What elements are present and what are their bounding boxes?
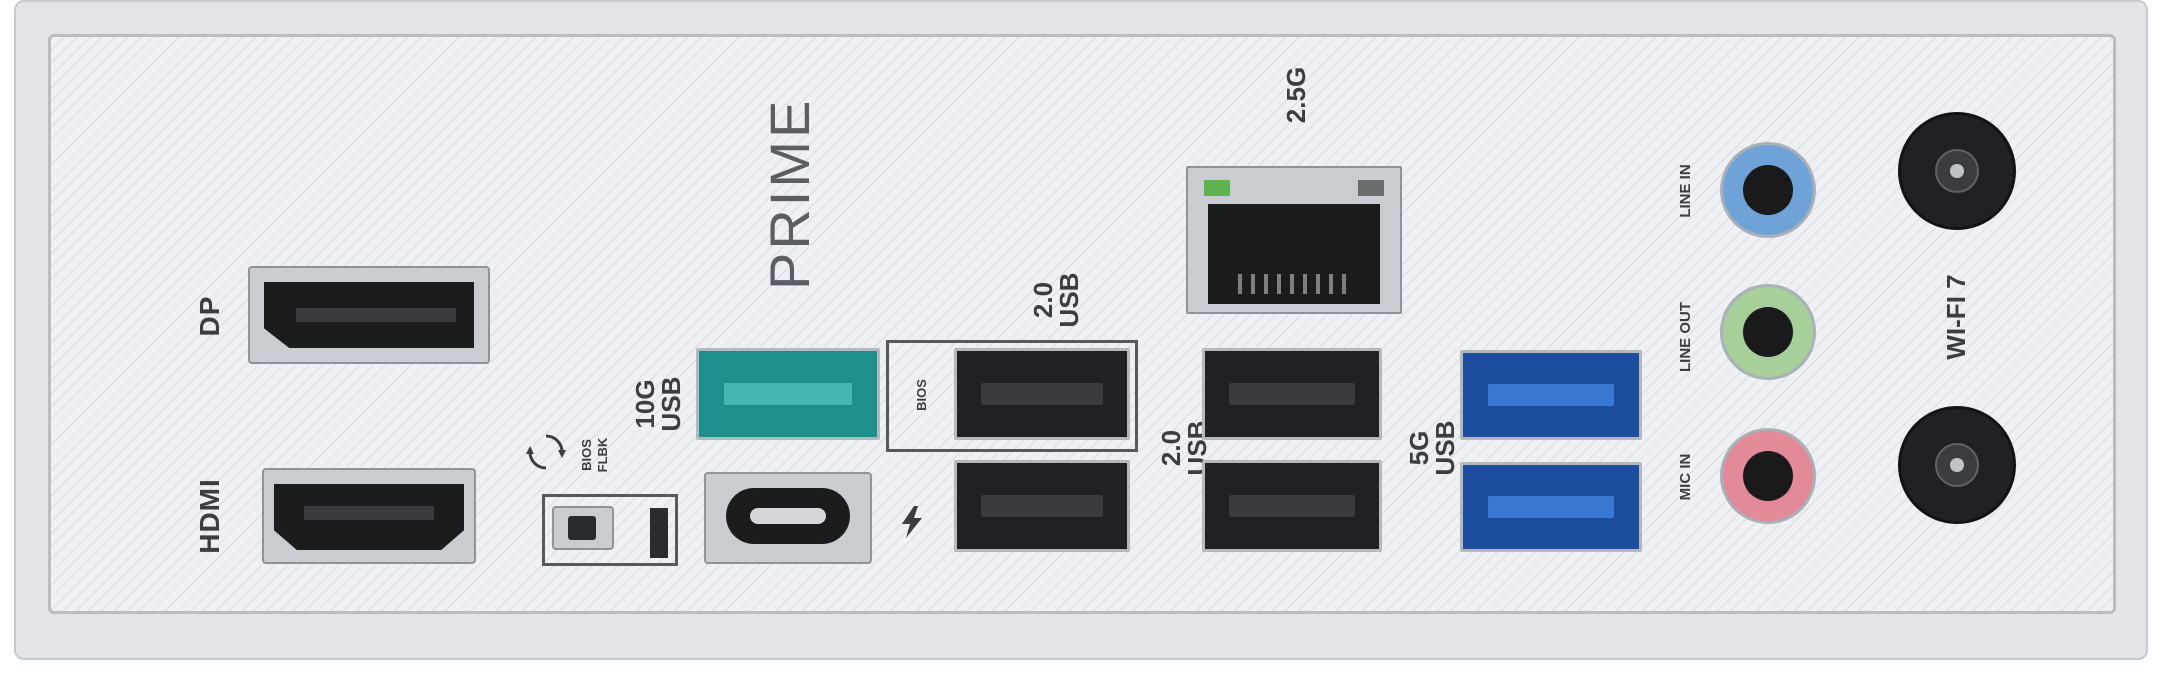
refresh-icon (524, 430, 568, 474)
usb20-top-line2: USB (1054, 272, 1084, 328)
hdmi-label: HDMI (194, 478, 225, 554)
mic-in-label: MIC IN (1677, 453, 1694, 501)
line-out-label: LINE OUT (1677, 302, 1694, 372)
line-in-label: LINE IN (1677, 164, 1694, 218)
lan-label: 2.5G (1281, 66, 1311, 124)
usb-c-port[interactable] (704, 472, 872, 564)
hdmi-port[interactable] (262, 468, 476, 564)
bios-flashback-led (650, 508, 668, 558)
usb5g-label: 5G USB (1404, 408, 1462, 488)
bios-label: BIOS (914, 379, 929, 411)
bios-flbk-label: BIOS FLBK (579, 427, 613, 483)
line-in-jack[interactable] (1720, 142, 1816, 238)
lan-led-left (1204, 180, 1230, 196)
bios-flashback-outline (542, 494, 678, 566)
bios-flashback-button[interactable] (552, 506, 614, 550)
bios-flbk-line1: BIOS (579, 439, 594, 471)
usb20-port-1[interactable] (954, 460, 1130, 552)
dp-label: DP (194, 295, 225, 337)
usb20-port-2[interactable] (1202, 348, 1382, 440)
displayport-port[interactable] (248, 266, 490, 364)
lan-led-right (1358, 180, 1384, 196)
usb20-mid-line1: 2.0 (1156, 429, 1186, 467)
mic-in-jack[interactable] (1720, 428, 1816, 524)
usb10g-port[interactable] (696, 348, 880, 440)
usb10g-label: 10G USB (630, 364, 688, 444)
usb5g-port-1[interactable] (1460, 350, 1642, 440)
usb5g-port-2[interactable] (1460, 462, 1642, 552)
bios-usb-outline (886, 340, 1138, 452)
usb20-top-label: 2.0 USB (1028, 260, 1086, 340)
usb20-bios-port[interactable] (954, 348, 1130, 440)
usb10g-label-line2: USB (656, 376, 686, 432)
usb5g-line2: USB (1430, 420, 1460, 476)
ethernet-port[interactable] (1186, 166, 1402, 314)
usb20-port-3[interactable] (1202, 460, 1382, 552)
line-out-jack[interactable] (1720, 284, 1816, 380)
wifi-label: WI-FI 7 (1941, 274, 1971, 360)
wifi-antenna-connector-1[interactable] (1898, 112, 2016, 230)
usb20-top-line1: 2.0 (1028, 281, 1058, 319)
wifi-antenna-connector-2[interactable] (1898, 406, 2016, 524)
usb10g-label-line1: 10G (630, 379, 660, 429)
brand-logo: PRIME (758, 97, 821, 290)
usb5g-line1: 5G (1404, 430, 1434, 466)
bios-flbk-line2: FLBK (595, 437, 610, 473)
lightning-icon (894, 504, 930, 540)
